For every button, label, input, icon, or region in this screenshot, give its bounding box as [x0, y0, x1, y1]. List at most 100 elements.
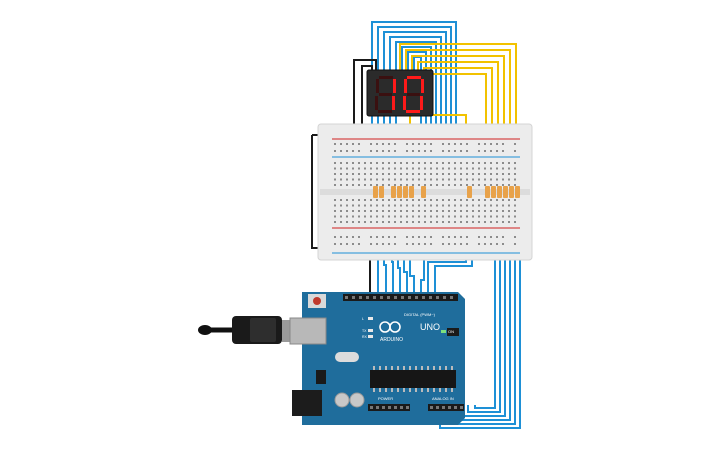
breadboard-hole [436, 167, 438, 170]
power-jack[interactable] [292, 390, 322, 416]
header-pin [415, 296, 418, 299]
segment-g [407, 93, 420, 96]
breadboard-hole [352, 210, 354, 212]
breadboard-hole [466, 221, 468, 223]
breadboard-hole [436, 184, 438, 186]
resistor[interactable] [509, 186, 514, 198]
breadboard-hole [472, 210, 474, 212]
breadboard-hole [460, 184, 462, 186]
resistor[interactable] [515, 186, 520, 198]
breadboard-hole [430, 221, 432, 223]
segment-c [392, 96, 395, 110]
breadboard-hole [382, 150, 384, 152]
wire[interactable] [353, 59, 377, 160]
resistor[interactable] [503, 186, 508, 198]
breadboard-hole [388, 167, 390, 170]
breadboard-hole [388, 243, 390, 245]
breadboard-hole [466, 143, 468, 145]
chip-leg [373, 366, 375, 370]
breadboard-hole [346, 236, 348, 238]
resistor[interactable] [397, 186, 402, 198]
usb-plug-grip [250, 318, 276, 342]
breadboard-hole [478, 143, 480, 145]
breadboard-hole [436, 173, 438, 175]
resistor[interactable] [373, 186, 378, 198]
seven-segment-display[interactable] [366, 69, 434, 117]
arduino-board[interactable]: ARDUINO UNO DIGITAL (PWM~) POWER ANALOG … [289, 292, 465, 425]
header-pin [448, 406, 451, 409]
breadboard-hole [430, 178, 432, 181]
breadboard-hole [484, 184, 486, 186]
header-pin [406, 406, 409, 409]
breadboard-hole [466, 184, 468, 186]
breadboard-hole [436, 221, 438, 223]
breadboard-hole [406, 167, 408, 170]
breadboard-hole [394, 173, 396, 175]
resistor[interactable] [379, 186, 384, 198]
breadboard-hole [364, 210, 366, 212]
breadboard-hole [514, 199, 516, 201]
chip-leg [397, 366, 399, 370]
header-pin [400, 406, 403, 409]
breadboard-hole [358, 178, 360, 181]
breadboard-hole [424, 167, 426, 170]
analog-header [428, 404, 464, 411]
breadboard-hole [382, 173, 384, 175]
breadboard-hole [460, 215, 462, 218]
breadboard-hole [388, 178, 390, 181]
breadboard-hole [484, 199, 486, 201]
usb-cable[interactable] [198, 316, 300, 344]
resistor[interactable] [403, 186, 408, 198]
breadboard-hole [448, 221, 450, 223]
segment-a [379, 76, 393, 79]
breadboard-hole [352, 215, 354, 218]
breadboard-hole [442, 204, 444, 207]
breadboard-hole [490, 199, 492, 201]
breadboard-hole [460, 167, 462, 170]
breadboard-hole [502, 199, 504, 201]
resistor[interactable] [421, 186, 426, 198]
breadboard-hole [478, 173, 480, 175]
breadboard-hole [478, 150, 480, 152]
breadboard-hole [376, 143, 378, 145]
breadboard-hole [448, 236, 450, 238]
chip-leg [415, 366, 417, 370]
breadboard-hole [418, 184, 420, 186]
breadboard-hole [406, 221, 408, 223]
reset-button[interactable] [313, 297, 321, 305]
breadboard-hole [340, 173, 342, 175]
breadboard-hole [508, 162, 510, 164]
breadboard-hole [514, 236, 516, 238]
resistor[interactable] [409, 186, 414, 198]
capacitor [334, 392, 350, 408]
resistor[interactable] [491, 186, 496, 198]
breadboard-hole [430, 236, 432, 238]
breadboard-hole [334, 167, 336, 170]
resistor[interactable] [467, 186, 472, 198]
resistor[interactable] [485, 186, 490, 198]
breadboard-hole [352, 199, 354, 201]
breadboard-hole [454, 243, 456, 245]
breadboard-hole [478, 210, 480, 212]
resistor[interactable] [497, 186, 502, 198]
breadboard-hole [454, 221, 456, 223]
breadboard-hole [340, 204, 342, 207]
breadboard-hole [358, 199, 360, 201]
breadboard-hole [358, 173, 360, 175]
breadboard-hole [466, 167, 468, 170]
breadboard-hole [382, 143, 384, 145]
segment-c [420, 96, 423, 110]
breadboard-hole [418, 236, 420, 238]
breadboard-hole [490, 184, 492, 186]
resistor[interactable] [391, 186, 396, 198]
breadboard-hole [400, 210, 402, 212]
breadboard-hole [496, 167, 498, 170]
breadboard-hole [376, 221, 378, 223]
breadboard-hole [466, 210, 468, 212]
usb-port[interactable] [289, 317, 327, 345]
breadboard-hole [412, 236, 414, 238]
breadboard-hole [466, 173, 468, 175]
breadboard-hole [376, 204, 378, 207]
breadboard-hole [430, 162, 432, 164]
breadboard-hole [352, 204, 354, 207]
